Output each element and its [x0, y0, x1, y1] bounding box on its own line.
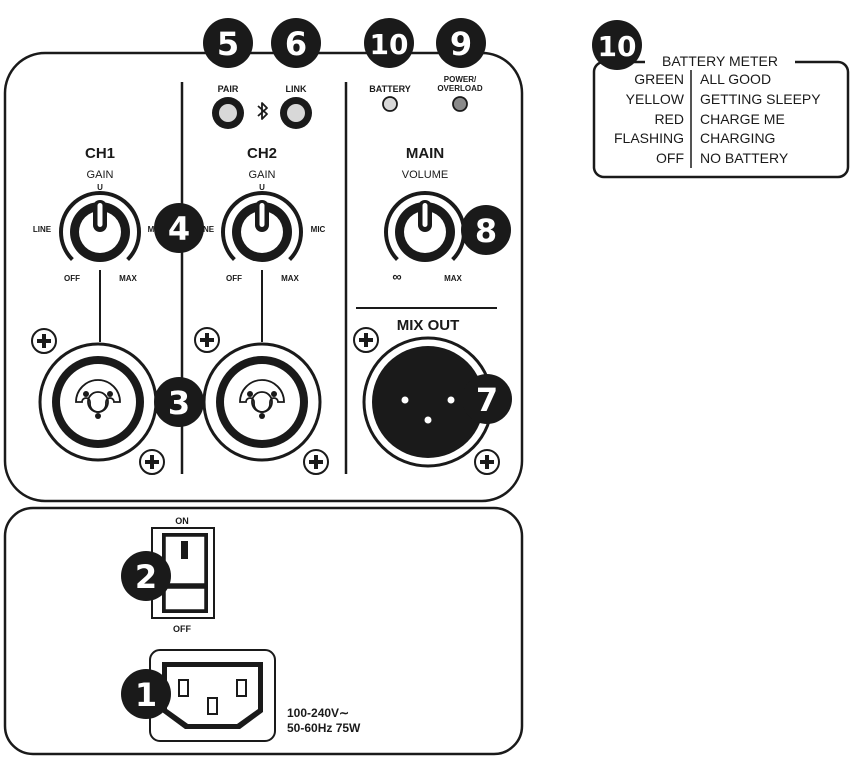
ch2-gain-label: GAIN: [249, 169, 276, 181]
main-min-label: ∞: [392, 269, 401, 284]
ac-power-inlet[interactable]: [149, 649, 276, 742]
legend-color-yellow: YELLOW: [626, 91, 685, 107]
svg-text:1: 1: [135, 676, 157, 714]
power-overload-led: [452, 96, 468, 112]
callout-10: 10: [364, 18, 414, 68]
svg-text:8: 8: [475, 212, 497, 250]
power-label-line2: OVERLOAD: [437, 84, 483, 93]
legend-color-off: OFF: [656, 150, 684, 166]
legend-outline: [592, 60, 850, 179]
top-control-panel: PAIR LINK BATTERY POWER/ OVERLOAD CH1 GA…: [3, 51, 524, 503]
pair-label: PAIR: [218, 84, 239, 94]
mix-out-xlr-jack[interactable]: [362, 336, 494, 468]
main-title: MAIN: [406, 145, 444, 162]
svg-text:2: 2: [135, 558, 157, 596]
link-label: LINK: [286, 84, 307, 94]
svg-text:7: 7: [476, 381, 498, 419]
ch2-combo-jack[interactable]: [202, 342, 322, 462]
ch1-title: CH1: [85, 145, 115, 162]
svg-text:4: 4: [168, 210, 190, 248]
legend-title: BATTERY METER: [662, 53, 778, 69]
ch2-line-label: LINE: [196, 225, 215, 234]
screw-icon: [353, 327, 379, 353]
ch1-off-label: OFF: [64, 274, 80, 283]
ch2-unity-mark: U: [259, 183, 265, 192]
svg-text:6: 6: [285, 25, 307, 63]
screw-icon: [139, 449, 165, 475]
ch2-gain-knob[interactable]: [221, 191, 303, 262]
callout-4: 4: [154, 203, 204, 253]
mix-out-title: MIX OUT: [397, 317, 460, 334]
power-rating-line2: 50-60Hz 75W: [287, 721, 361, 735]
battery-meter-legend: BATTERY METER GREEN ALL GOOD YELLOW GETT…: [592, 53, 850, 179]
screw-icon: [31, 328, 57, 354]
legend-state-charging: CHARGING: [700, 130, 775, 146]
svg-text:9: 9: [450, 25, 472, 63]
legend-color-flashing: FLASHING: [614, 130, 684, 146]
legend-state-no-battery: NO BATTERY: [700, 150, 789, 166]
battery-led: [382, 96, 398, 112]
ch2-off-label: OFF: [226, 274, 242, 283]
switch-off-label: OFF: [173, 624, 191, 634]
switch-on-label: ON: [175, 516, 189, 526]
legend-state-getting-sleepy: GETTING SLEEPY: [700, 91, 821, 107]
callout-6: 6: [271, 18, 321, 68]
battery-label: BATTERY: [369, 84, 411, 94]
ch2-max-label: MAX: [281, 274, 299, 283]
svg-text:5: 5: [217, 25, 239, 63]
bluetooth-icon: [257, 102, 268, 120]
callout-10-legend: 10: [592, 20, 642, 70]
callout-2: 2: [121, 551, 171, 601]
ch1-combo-jack[interactable]: [38, 342, 158, 462]
power-rating-line1: 100-240V∼: [287, 706, 349, 720]
screw-icon: [194, 327, 220, 353]
ch1-line-label: LINE: [33, 225, 52, 234]
ch1-gain-knob[interactable]: [59, 191, 141, 262]
power-label-line1: POWER/: [444, 75, 477, 84]
legend-color-green: GREEN: [634, 71, 684, 87]
callout-9: 9: [436, 18, 486, 68]
legend-color-red: RED: [654, 111, 684, 127]
main-max-label: MAX: [444, 274, 462, 283]
ch1-max-label: MAX: [119, 274, 137, 283]
ch2-title: CH2: [247, 145, 277, 162]
callout-7: 7: [462, 374, 512, 424]
legend-state-all-good: ALL GOOD: [700, 71, 771, 87]
svg-text:3: 3: [168, 384, 190, 422]
power-panel: ON OFF 100-240V∼ 50-60Hz 75W: [3, 506, 524, 756]
screw-icon: [474, 449, 500, 475]
callout-1: 1: [121, 669, 171, 719]
legend-state-charge-me: CHARGE ME: [700, 111, 785, 127]
ch1-gain-label: GAIN: [87, 169, 114, 181]
main-volume-label: VOLUME: [402, 169, 448, 181]
callout-8: 8: [461, 205, 511, 255]
ch2-mic-label: MIC: [311, 225, 326, 234]
screw-icon: [303, 449, 329, 475]
ch1-unity-mark: U: [97, 183, 103, 192]
pair-button[interactable]: [212, 97, 244, 129]
svg-text:10: 10: [598, 30, 637, 63]
callout-5: 5: [203, 18, 253, 68]
callout-3: 3: [154, 377, 204, 427]
link-button[interactable]: [280, 97, 312, 129]
svg-text:10: 10: [370, 28, 409, 61]
